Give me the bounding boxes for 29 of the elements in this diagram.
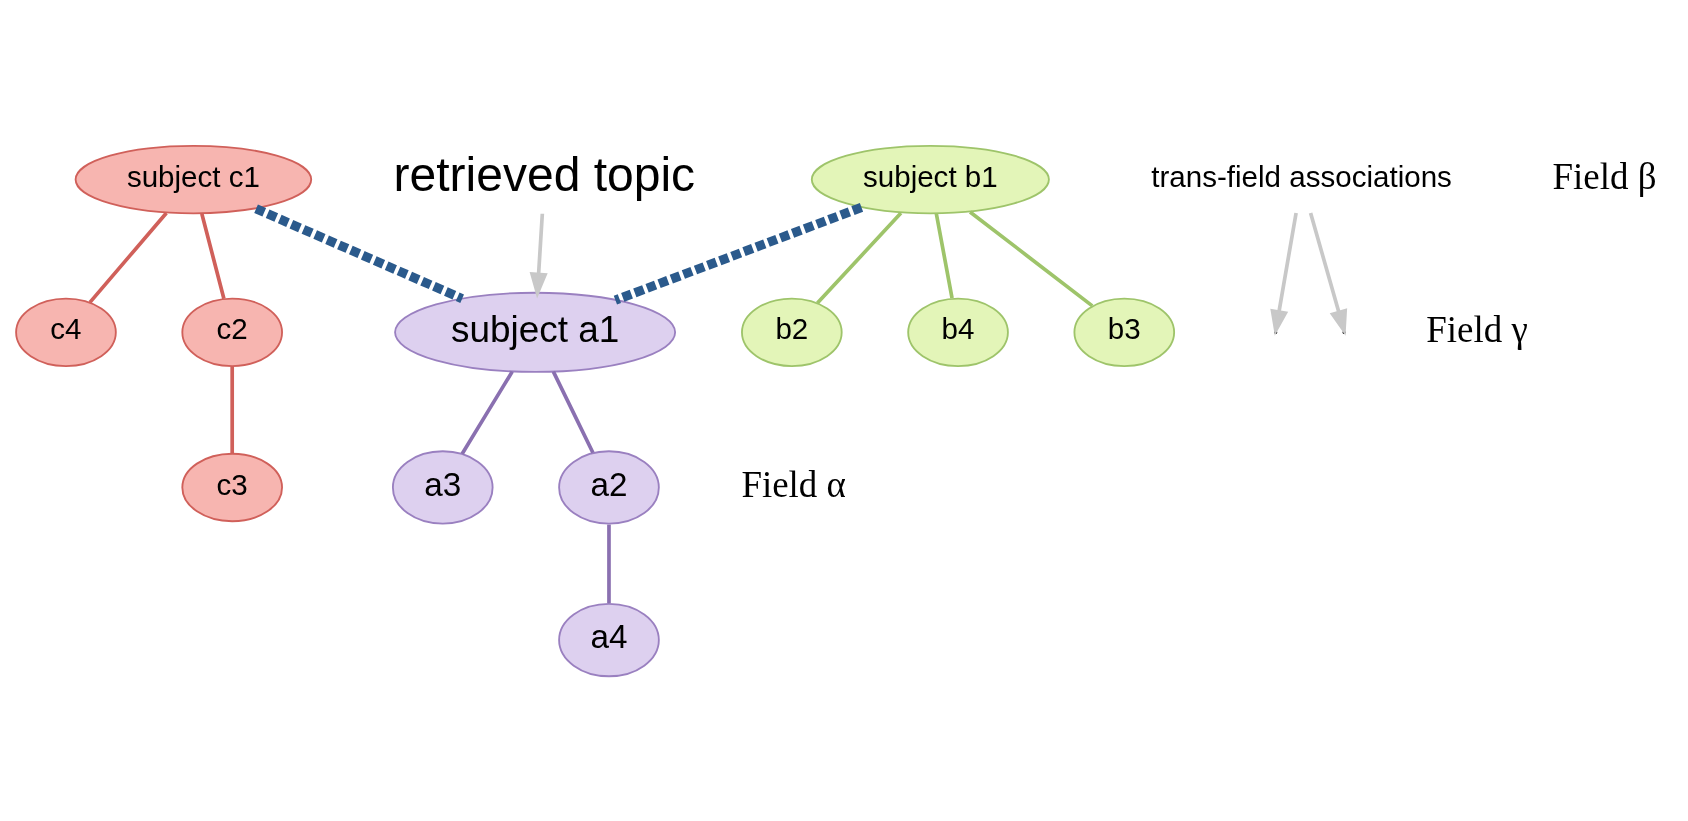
node-ellipse: b3 [1073,297,1176,367]
node-ellipse: c2 [181,297,283,367]
connector [613,202,864,304]
connector [88,211,168,304]
connector [460,370,514,455]
arrow [529,213,548,298]
label: Field β [1552,155,1657,197]
node-ellipse: a2 [558,449,660,525]
label: Field α [741,463,846,505]
connector [254,204,464,303]
connector [607,524,611,603]
node-ellipse: b2 [741,297,843,367]
connector [230,365,235,453]
node-ellipse: a4 [558,602,660,677]
node-ellipse: c3 [181,452,283,522]
connector [968,209,1094,307]
node-ellipse: b4 [907,297,1009,367]
node-ellipse: subject a1 [394,291,677,373]
connector [551,370,595,454]
connector [200,212,226,299]
node-ellipse: subject b1 [810,144,1050,214]
node-ellipse: subject c1 [74,144,313,214]
label: Field γ [1426,308,1528,350]
connector [934,212,954,299]
node-text: trans-field associations [1151,159,1452,193]
node-ellipse: a3 [391,449,494,525]
node-text: retrieved topic [393,147,696,201]
connector [816,211,903,304]
node-ellipse: c4 [15,297,117,367]
